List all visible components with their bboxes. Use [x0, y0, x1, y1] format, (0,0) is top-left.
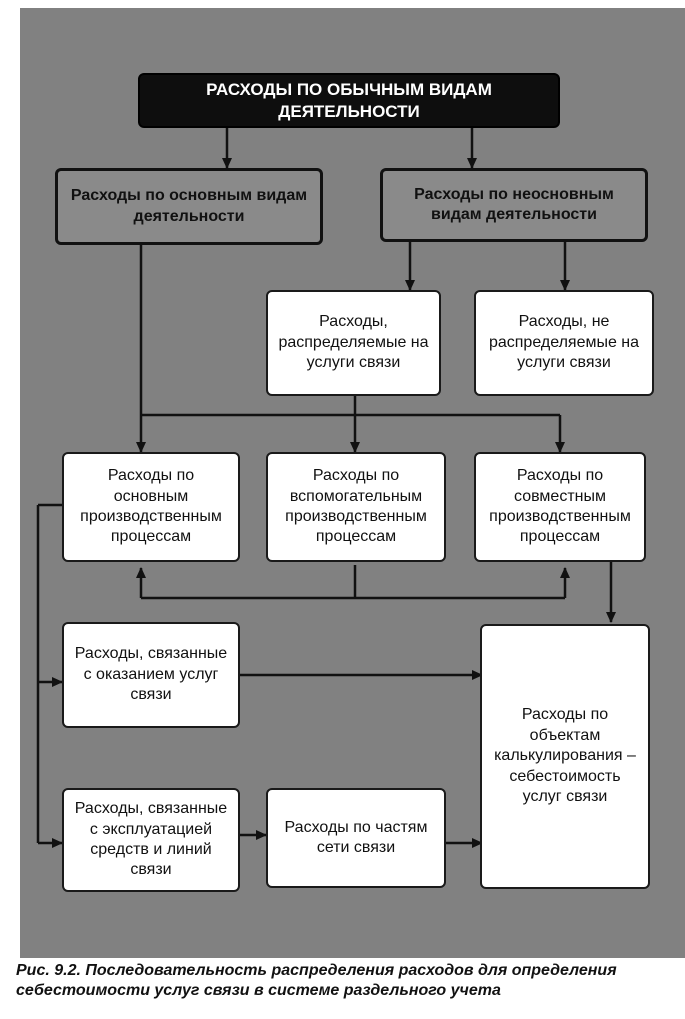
main-processes-node: Расходы по основным производственным про…: [62, 452, 240, 562]
network-parts-node: Расходы по частям сети связи: [266, 788, 446, 888]
non-main-activities-node: Расходы по неосновным видам деятельности: [380, 168, 648, 242]
main-activities-node: Расходы по основным видам деятельности: [55, 168, 323, 245]
aux-processes-node: Расходы по вспомогательным производствен…: [266, 452, 446, 562]
distributed-costs-node: Расходы, распределяемые на услуги связи: [266, 290, 441, 396]
not-distributed-costs-node: Расходы, не распределяемые на услуги свя…: [474, 290, 654, 396]
root-node: РАСХОДЫ ПО ОБЫЧНЫМ ВИДАМ ДЕЯТЕЛЬНОСТИ: [138, 73, 560, 128]
service-provision-node: Расходы, связанные с оказанием услуг свя…: [62, 622, 240, 728]
costing-objects-node: Расходы по объектам калькулирования – се…: [480, 624, 650, 889]
joint-processes-node: Расходы по совместным производственным п…: [474, 452, 646, 562]
figure-caption: Рис. 9.2. Последовательность распределен…: [16, 962, 617, 999]
exploitation-node: Расходы, связанные с эксплуатацией средс…: [62, 788, 240, 892]
